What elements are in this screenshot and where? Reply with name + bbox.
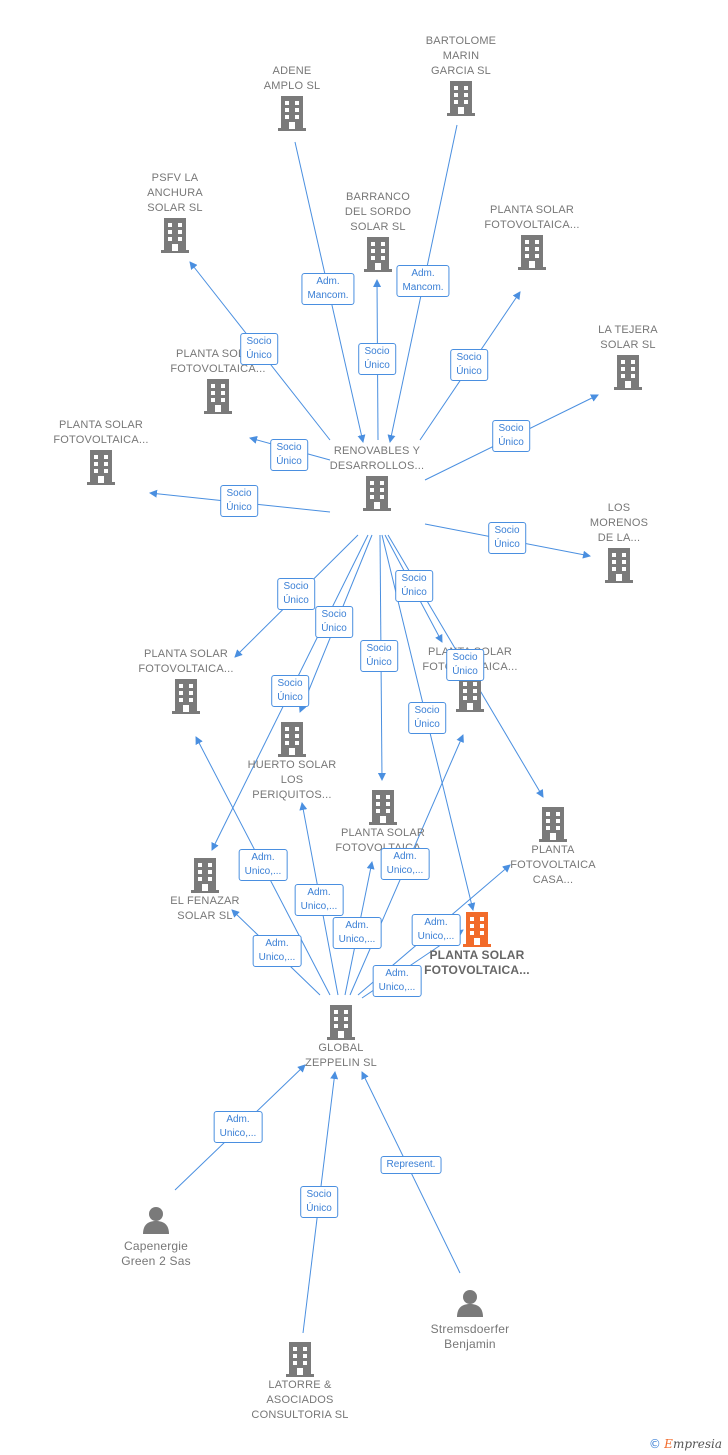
node-label: LATORRE & ASOCIADOS CONSULTORIA SL	[251, 1379, 349, 1421]
person-icon	[143, 1207, 169, 1234]
building-icon	[278, 96, 306, 131]
node-planta-casa[interactable]: PLANTA FOTOVOLTAICA CASA...	[488, 802, 618, 888]
edge-badge-adm-unico: Adm.Unico,...	[380, 848, 430, 880]
node-huerto-solar[interactable]: HUERTO SOLAR LOS PERIQUITOS...	[227, 717, 357, 803]
edge-badge-adm-unico: Adm.Unico,...	[213, 1111, 263, 1143]
node-label: PSFV LA ANCHURA SOLAR SL	[147, 172, 203, 214]
node-psfv-anchura[interactable]: PSFV LA ANCHURA SOLAR SL	[110, 171, 240, 257]
building-icon	[605, 548, 633, 583]
building-icon	[327, 1005, 355, 1040]
node-label: PLANTA SOLAR FOTOVOLTAICA...	[170, 348, 266, 375]
node-planta-top[interactable]: PLANTA SOLAR FOTOVOLTAICA...	[467, 203, 597, 274]
node-planta-left[interactable]: PLANTA SOLAR FOTOVOLTAICA...	[36, 418, 166, 489]
building-icon	[539, 807, 567, 842]
node-label: Stremsdoerfer Benjamin	[430, 1322, 510, 1351]
edge-badge-adm-mancom: Adm.Mancom.	[301, 273, 355, 305]
edge-badge-adm-unico: Adm.Unico,...	[238, 849, 288, 881]
person-icon	[457, 1290, 483, 1317]
building-icon	[447, 81, 475, 116]
node-label: LA TEJERA SOLAR SL	[598, 324, 658, 351]
building-icon	[518, 235, 546, 270]
node-planta-center[interactable]: PLANTA SOLAR FOTOVOLTAICA...	[318, 785, 448, 856]
node-renovables[interactable]: RENOVABLES Y DESARROLLOS...	[312, 444, 442, 515]
node-los-morenos[interactable]: LOS MORENOS DE LA...	[554, 501, 684, 587]
building-icon	[191, 858, 219, 893]
building-icon	[463, 912, 491, 947]
edge-badge-adm-unico: Adm.Unico,...	[252, 935, 302, 967]
building-icon	[364, 237, 392, 272]
node-label: GLOBAL ZEPPELIN SL	[305, 1042, 377, 1069]
node-label: Capenergie Green 2 Sas	[121, 1239, 191, 1268]
node-stremsdoerfer[interactable]: Stremsdoerfer Benjamin	[405, 1285, 535, 1352]
empresia-logo: © Empresia	[649, 1437, 722, 1451]
building-icon	[87, 450, 115, 485]
node-planta-mid[interactable]: PLANTA SOLAR FOTOVOLTAICA...	[153, 347, 283, 418]
copyright-symbol: ©	[648, 1437, 661, 1451]
node-label: PLANTA SOLAR FOTOVOLTAICA...	[484, 204, 580, 231]
brand-name: Empresia	[664, 1437, 722, 1451]
node-label: BARTOLOME MARIN GARCIA SL	[425, 35, 497, 77]
building-icon	[286, 1342, 314, 1377]
node-label: PLANTA SOLAR FOTOVOLTAICA...	[53, 419, 149, 446]
building-icon	[456, 677, 484, 712]
edge-badge-adm-unico: Adm.Unico,...	[372, 965, 422, 997]
edge-badge-adm-unico: Adm.Unico,...	[294, 884, 344, 916]
node-label: PLANTA FOTOVOLTAICA CASA...	[510, 844, 596, 886]
building-icon	[278, 722, 306, 757]
node-el-fenazar[interactable]: EL FENAZAR SOLAR SL	[140, 853, 270, 924]
node-label: BARRANCO DEL SORDO SOLAR SL	[344, 191, 412, 233]
node-la-tejera[interactable]: LA TEJERA SOLAR SL	[563, 323, 693, 394]
node-barranco-sordo[interactable]: BARRANCO DEL SORDO SOLAR SL	[313, 190, 443, 276]
building-icon	[204, 379, 232, 414]
edge-badge-adm-unico: Adm.Unico,...	[411, 914, 461, 946]
node-latorre[interactable]: LATORRE & ASOCIADOS CONSULTORIA SL	[235, 1337, 365, 1423]
building-icon	[614, 355, 642, 390]
building-icon	[369, 790, 397, 825]
node-label: PLANTA SOLAR FOTOVOLTAICA...	[424, 948, 530, 977]
node-label: HUERTO SOLAR LOS PERIQUITOS...	[247, 759, 337, 801]
node-capenergie[interactable]: Capenergie Green 2 Sas	[91, 1202, 221, 1269]
node-planta-main[interactable]: PLANTA SOLAR FOTOVOLTAICA...	[412, 907, 542, 978]
node-adene-amplo[interactable]: ADENE AMPLO SL	[227, 64, 357, 135]
node-planta-l2[interactable]: PLANTA SOLAR FOTOVOLTAICA...	[121, 647, 251, 718]
node-label: RENOVABLES Y DESARROLLOS...	[329, 445, 425, 472]
node-bartolome[interactable]: BARTOLOME MARIN GARCIA SL	[396, 34, 526, 120]
edge-badge-represent: Represent.	[380, 1156, 442, 1174]
building-icon	[172, 679, 200, 714]
node-label: EL FENAZAR SOLAR SL	[170, 895, 240, 922]
edge-badge-adm-unico: Adm.Unico,...	[332, 917, 382, 949]
edge-badge-adm-mancom: Adm.Mancom.	[396, 265, 450, 297]
building-icon	[161, 218, 189, 253]
node-label: LOS MORENOS DE LA...	[589, 502, 649, 544]
building-icon	[363, 476, 391, 511]
node-label: PLANTA SOLAR FOTOVOLTAICA...	[138, 648, 234, 675]
node-global-zeppelin[interactable]: GLOBAL ZEPPELIN SL	[276, 1000, 406, 1071]
node-label: ADENE AMPLO SL	[263, 65, 321, 92]
